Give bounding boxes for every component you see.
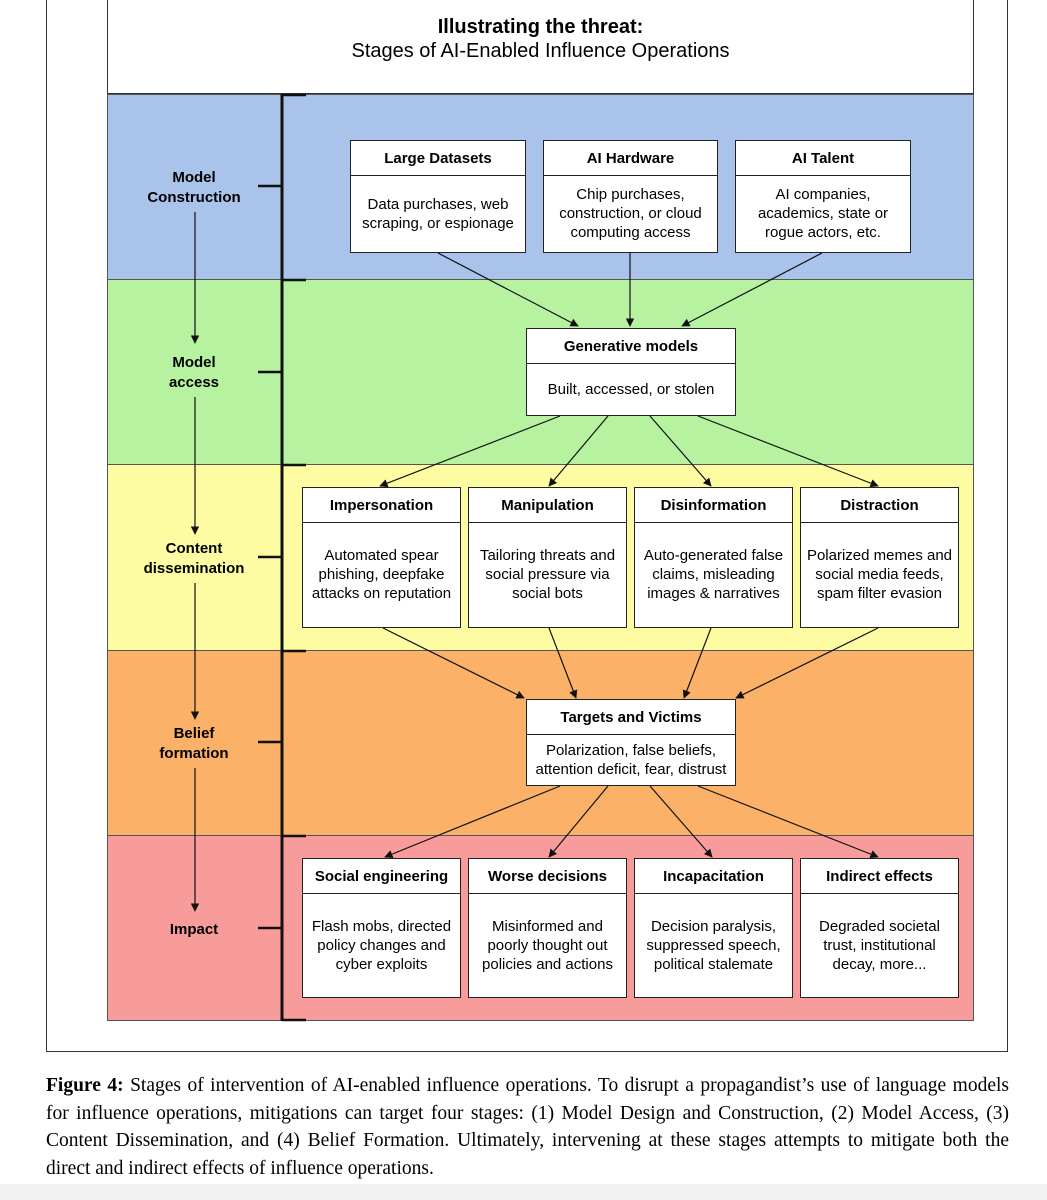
box-title: Indirect effects (801, 859, 958, 894)
arrow-targets-to-incapacitation (649, 785, 713, 858)
figure-caption: Figure 4: Stages of intervention of AI-e… (46, 1072, 1009, 1182)
stage-label-impact: Impact (169, 921, 219, 938)
box-targets-victims: Targets and Victims Polarization, false … (526, 699, 736, 786)
arrow-impersonation-to-targets (382, 627, 525, 699)
stage-label-model-access: Model access (168, 354, 220, 391)
box-body: Misinformed and poorly thought out polic… (482, 917, 613, 973)
diagram-title: Illustrating the threat: (437, 16, 644, 38)
box-body: Degraded societal trust, institutional d… (819, 917, 940, 973)
arrow-disinformation-to-targets (682, 627, 712, 699)
box-body: Flash mobs, directed policy changes and … (311, 917, 452, 973)
box-title: Large Datasets (351, 141, 525, 176)
arrow-targets-to-indirect-effects (697, 785, 879, 859)
box-worse-decisions: Worse decisions Misinformed and poorly t… (468, 858, 627, 998)
box-distraction: Distraction Polarized memes and social m… (800, 487, 959, 628)
box-title: Targets and Victims (527, 700, 735, 735)
diagram-title-box: Illustrating the threat: Stages of AI-En… (107, 0, 974, 94)
box-body: Built, accessed, or stolen (547, 380, 715, 398)
box-title: Incapacitation (635, 859, 792, 894)
box-title: Generative models (527, 329, 735, 364)
box-ai-talent: AI Talent AI companies, academics, state… (735, 140, 911, 253)
box-title: Worse decisions (469, 859, 626, 894)
arrow-models-to-disinformation (649, 415, 712, 487)
stage-label-belief-formation: Belief formation (159, 725, 229, 762)
stage-label-content-dissemination: Content dissemination (143, 540, 245, 577)
box-impersonation: Impersonation Automated spear phishing, … (302, 487, 461, 628)
box-incapacitation: Incapacitation Decision paralysis, suppr… (634, 858, 793, 998)
box-indirect-effects: Indirect effects Degraded societal trust… (800, 858, 959, 998)
arrow-distraction-to-targets (735, 627, 879, 699)
stage-label-model-construction: Model Construction (147, 169, 241, 206)
box-body: Decision paralysis, suppressed speech, p… (646, 917, 781, 973)
box-body: AI companies, academics, state or rogue … (757, 186, 889, 241)
box-social-engineering: Social engineering Flash mobs, directed … (302, 858, 461, 998)
box-title: Social engineering (303, 859, 460, 894)
arrow-datasets-to-models (437, 252, 579, 327)
box-body: Automated spear phishing, deepfake attac… (311, 547, 452, 602)
page-bottom-edge (0, 1184, 1047, 1200)
box-disinformation: Disinformation Auto-generated false clai… (634, 487, 793, 628)
connector-lines (190, 93, 879, 1022)
box-body: Tailoring threats and social pressure vi… (479, 547, 616, 602)
box-manipulation: Manipulation Tailoring threats and socia… (468, 487, 627, 628)
box-title: AI Hardware (544, 141, 717, 176)
figure-caption-text: Stages of intervention of AI-enabled inf… (46, 1075, 1009, 1179)
box-large-datasets: Large Datasets Data purchases, web scrap… (350, 140, 526, 253)
figure-frame (46, 0, 1008, 1052)
arrow-talent-to-models (681, 252, 823, 327)
box-ai-hardware: AI Hardware Chip purchases, construction… (543, 140, 718, 253)
arrow-targets-to-worse-decisions (548, 785, 609, 858)
arrow-models-to-manipulation (548, 415, 609, 487)
box-title: AI Talent (736, 141, 910, 176)
box-body: Chip purchases, construction, or cloud c… (559, 186, 702, 241)
arrow-targets-to-social-engineering (384, 785, 561, 859)
arrow-models-to-impersonation (379, 415, 561, 488)
box-body: Data purchases, web scraping, or espiona… (362, 195, 514, 232)
box-title: Disinformation (635, 488, 792, 523)
arrow-manipulation-to-targets (548, 627, 578, 699)
box-generative-models: Generative models Built, accessed, or st… (526, 328, 736, 416)
box-body: Polarized memes and social media feeds, … (806, 547, 953, 602)
box-body: Auto-generated false claims, misleading … (643, 547, 784, 602)
arrow-models-to-distraction (697, 415, 879, 488)
box-title: Distraction (801, 488, 958, 523)
box-title: Impersonation (303, 488, 460, 523)
box-body: Polarization, false beliefs, attention d… (535, 741, 727, 778)
diagram-subtitle: Stages of AI-Enabled Influence Operation… (351, 40, 730, 62)
figure-caption-label: Figure 4: (46, 1075, 124, 1096)
box-title: Manipulation (469, 488, 626, 523)
